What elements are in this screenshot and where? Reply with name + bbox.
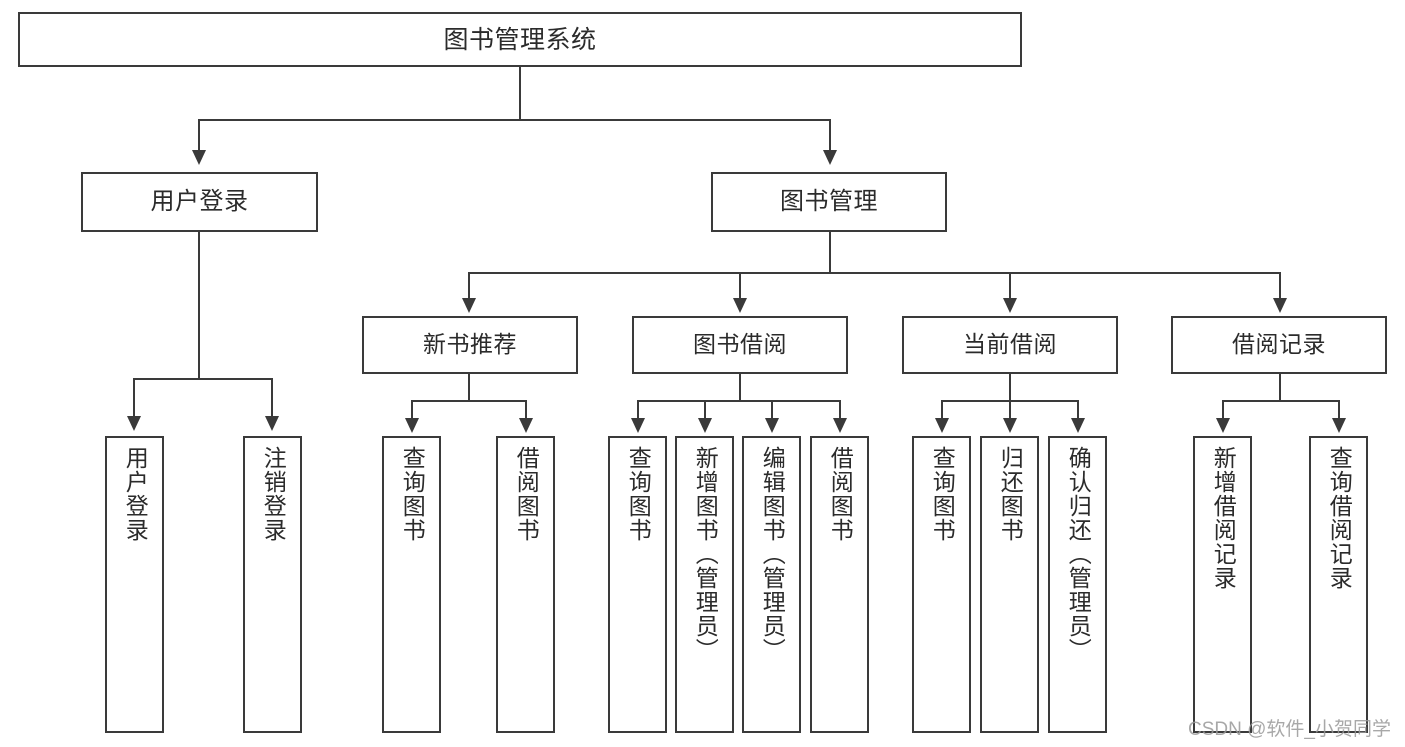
node-label: 图书管理系统 [443, 25, 597, 54]
node-label: 查询图书 [625, 446, 652, 542]
node-label: 查询借阅记录 [1326, 446, 1353, 590]
leaf-borrow-book-2[interactable]: 借阅图书 [810, 436, 869, 733]
edge-new-book-rec-stem [468, 374, 470, 400]
edge-to-leaf-user-login [133, 378, 135, 418]
edge-book-borrow-stem [739, 374, 741, 400]
edge-new-book-rec-bus [411, 400, 527, 402]
node-label: 新增图书（管理员） [692, 446, 719, 662]
leaf-logout[interactable]: 注销登录 [243, 436, 302, 733]
node-root-system[interactable]: 图书管理系统 [18, 12, 1022, 67]
node-label: 当前借阅 [963, 331, 1057, 358]
node-label: 图书管理 [780, 187, 878, 215]
edge-book-mgmt-bus [468, 272, 1280, 274]
node-label: 新增借阅记录 [1210, 446, 1237, 590]
edge-leaf-confirm-return [1077, 400, 1079, 420]
node-label: 借阅图书 [513, 446, 540, 542]
edge-user-login-stem [198, 232, 200, 378]
node-borrow-record[interactable]: 借阅记录 [1171, 316, 1387, 374]
node-book-management[interactable]: 图书管理 [711, 172, 947, 232]
arrow-leaf-b1 [519, 418, 533, 433]
node-label: 新书推荐 [423, 331, 517, 358]
edge-leaf-add-record [1222, 400, 1224, 420]
arrow-leaf-confirm-return [1071, 418, 1085, 433]
edge-to-leaf-logout [271, 378, 273, 418]
leaf-add-book-admin[interactable]: 新增图书（管理员） [675, 436, 734, 733]
edge-user-login-bus [133, 378, 273, 380]
arrow-to-leaf-user-login [127, 416, 141, 431]
edge-leaf-q1 [411, 400, 413, 420]
edge-leaf-add-book [704, 400, 706, 420]
edge-leaf-return-book [1009, 400, 1011, 420]
node-user-login[interactable]: 用户登录 [81, 172, 318, 232]
leaf-user-login[interactable]: 用户登录 [105, 436, 164, 733]
arrow-to-borrow-record [1273, 298, 1287, 313]
node-label: 确认归还（管理员） [1065, 446, 1092, 662]
arrow-leaf-edit-book [765, 418, 779, 433]
node-label: 用户登录 [122, 446, 149, 542]
edge-root-stem [519, 67, 521, 119]
node-new-book-recommend[interactable]: 新书推荐 [362, 316, 578, 374]
leaf-borrow-book-1[interactable]: 借阅图书 [496, 436, 555, 733]
leaf-return-book[interactable]: 归还图书 [980, 436, 1039, 733]
edge-to-user-login [198, 119, 200, 152]
edge-to-current-borrow [1009, 272, 1011, 300]
leaf-query-book-3[interactable]: 查询图书 [912, 436, 971, 733]
node-label: 借阅图书 [827, 446, 854, 542]
arrow-leaf-borrow-book2 [833, 418, 847, 433]
node-label: 查询图书 [929, 446, 956, 542]
arrow-leaf-return-book [1003, 418, 1017, 433]
edge-book-borrow-bus [637, 400, 840, 402]
edge-to-new-book-rec [468, 272, 470, 300]
arrow-leaf-query-record [1332, 418, 1346, 433]
edge-borrow-record-bus [1222, 400, 1338, 402]
node-label: 编辑图书（管理员） [759, 446, 786, 662]
arrow-leaf-q3 [935, 418, 949, 433]
node-label: 借阅记录 [1232, 331, 1326, 358]
leaf-edit-book-admin[interactable]: 编辑图书（管理员） [742, 436, 801, 733]
node-label: 归还图书 [997, 446, 1024, 542]
arrow-to-book-borrow [733, 298, 747, 313]
arrow-to-user-login [192, 150, 206, 165]
arrow-leaf-add-book [698, 418, 712, 433]
node-label: 用户登录 [150, 187, 249, 215]
node-current-borrow[interactable]: 当前借阅 [902, 316, 1118, 374]
leaf-add-borrow-record[interactable]: 新增借阅记录 [1193, 436, 1252, 733]
node-label: 注销登录 [260, 446, 287, 542]
edge-borrow-record-stem [1279, 374, 1281, 400]
edge-leaf-borrow-book2 [839, 400, 841, 420]
arrow-leaf-q1 [405, 418, 419, 433]
leaf-query-book-1[interactable]: 查询图书 [382, 436, 441, 733]
node-label: 查询图书 [399, 446, 426, 542]
edge-current-borrow-stem [1009, 374, 1011, 400]
edge-leaf-edit-book [771, 400, 773, 420]
arrow-to-leaf-logout [265, 416, 279, 431]
arrow-leaf-add-record [1216, 418, 1230, 433]
leaf-confirm-return-admin[interactable]: 确认归还（管理员） [1048, 436, 1107, 733]
node-book-borrow[interactable]: 图书借阅 [632, 316, 848, 374]
arrow-leaf-q2 [631, 418, 645, 433]
edge-to-borrow-record [1279, 272, 1281, 300]
edge-leaf-b1 [525, 400, 527, 420]
arrow-to-new-book-rec [462, 298, 476, 313]
edge-leaf-q3 [941, 400, 943, 420]
leaf-query-borrow-record[interactable]: 查询借阅记录 [1309, 436, 1368, 733]
node-label: 图书借阅 [693, 331, 787, 358]
leaf-query-book-2[interactable]: 查询图书 [608, 436, 667, 733]
edge-leaf-query-record [1338, 400, 1340, 420]
arrow-to-current-borrow [1003, 298, 1017, 313]
edge-to-book-borrow [739, 272, 741, 300]
edge-to-book-mgmt [829, 119, 831, 152]
edge-root-bus [198, 119, 830, 121]
edge-book-mgmt-stem [829, 232, 831, 272]
arrow-to-book-mgmt [823, 150, 837, 165]
edge-leaf-q2 [637, 400, 639, 420]
